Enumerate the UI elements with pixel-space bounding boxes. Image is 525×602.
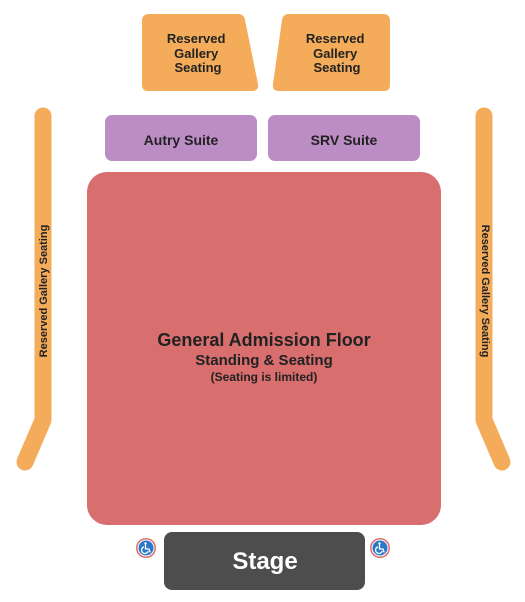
section-srv-suite[interactable]: SRV Suite xyxy=(268,115,420,161)
gallery-top-right-label-line1: Reserved xyxy=(306,31,365,46)
gallery-side-right-label: Reserved Gallery Seating xyxy=(479,225,491,358)
gallery-side-right-shape[interactable] xyxy=(475,107,511,471)
gallery-top-right-shape[interactable] xyxy=(272,14,390,91)
gallery-top-left-label-line3: Seating xyxy=(175,60,222,75)
srv-suite-shape[interactable] xyxy=(268,115,420,161)
section-autry-suite[interactable]: Autry Suite xyxy=(105,115,257,161)
gallery-top-left-label-line1: Reserved xyxy=(167,31,226,46)
ada-right-figure xyxy=(374,544,385,555)
ada-left-head xyxy=(144,542,147,545)
stage: Stage xyxy=(164,532,365,590)
stage-label: Stage xyxy=(232,548,297,575)
gallery-top-left-label-line2: Gallery xyxy=(174,46,219,61)
section-gallery-top-right[interactable]: Reserved Gallery Seating xyxy=(272,14,390,91)
srv-suite-label: SRV Suite xyxy=(311,132,378,148)
gallery-top-right-label-line3: Seating xyxy=(314,60,361,75)
gallery-side-left-shape[interactable] xyxy=(16,107,52,471)
section-gallery-side-left[interactable]: Reserved Gallery Seating xyxy=(16,107,52,471)
floor-title: General Admission Floor xyxy=(157,330,370,350)
ada-right-head xyxy=(378,542,381,545)
gallery-side-left-label: Reserved Gallery Seating xyxy=(38,225,50,358)
svg-text:Reserved Gallery S: Reserved Gallery Seating xyxy=(167,31,229,75)
floor-shape[interactable] xyxy=(87,172,441,525)
wheelchair-accessible-icon[interactable] xyxy=(136,538,156,558)
svg-text:Reserved Gallery S: Reserved Gallery Seating xyxy=(306,31,368,75)
gallery-top-left-shape[interactable] xyxy=(142,14,259,91)
stage-shape xyxy=(164,532,365,590)
wheelchair-accessible-icon[interactable] xyxy=(370,538,390,558)
ada-left-figure xyxy=(140,544,151,555)
gallery-top-right-label-line2: Gallery xyxy=(313,46,358,61)
section-gallery-side-right[interactable]: Reserved Gallery Seating xyxy=(475,107,511,471)
floor-note: (Seating is limited) xyxy=(211,370,318,384)
section-gallery-top-left[interactable]: Reserved Gallery Seating xyxy=(142,14,259,91)
autry-suite-label: Autry Suite xyxy=(144,132,219,148)
section-general-admission-floor[interactable]: General Admission Floor Standing & Seati… xyxy=(87,172,441,525)
autry-suite-shape[interactable] xyxy=(105,115,257,161)
floor-subtitle: Standing & Seating xyxy=(195,352,333,369)
